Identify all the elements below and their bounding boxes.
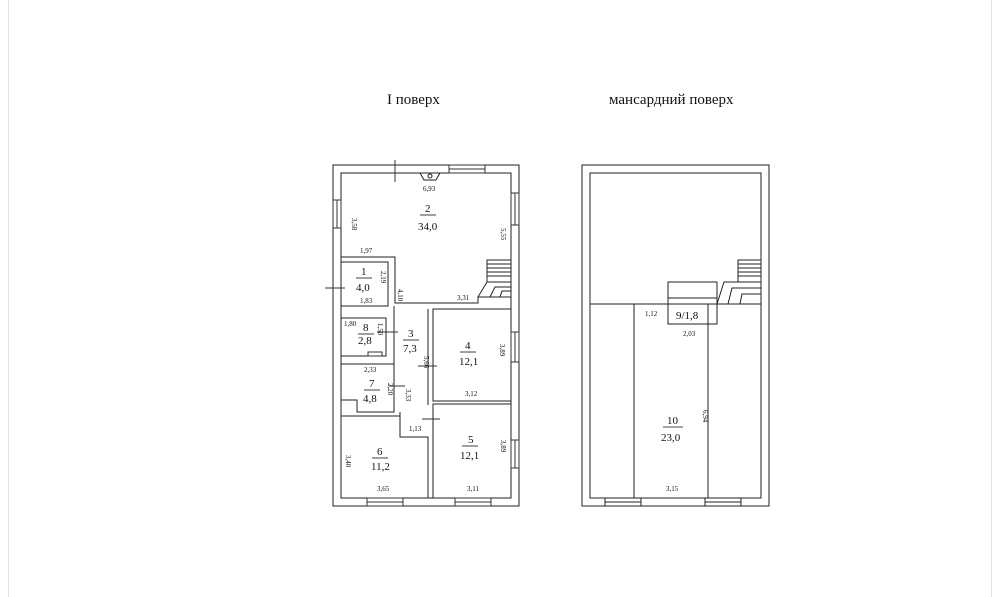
room8-number: 8 [363, 322, 369, 334]
room1-area: 4,0 [356, 282, 370, 294]
dim-1-83: 1,83 [360, 297, 373, 305]
room7-area: 4,8 [363, 393, 377, 405]
attic-inner-wall [589, 172, 762, 499]
dim-2-20: 2,20 [386, 383, 394, 396]
room3-number: 3 [408, 328, 414, 340]
floor1-stair [477, 259, 512, 298]
room7-number: 7 [369, 378, 375, 390]
dim-4-10: 4,10 [396, 289, 404, 302]
page-frame [8, 0, 992, 597]
dim-1-50: 1,50 [376, 323, 384, 336]
dim-2-03: 2,03 [683, 330, 696, 338]
floor1-labels: 2 34,0 1 4,0 3 7,3 4 12,1 8 2,8 7 4,8 6 … [344, 185, 507, 493]
dim-1-80: 1,80 [344, 320, 357, 328]
room6-walls [341, 415, 429, 498]
room7-walls [341, 363, 395, 413]
dim-6-93: 6,93 [423, 185, 436, 193]
dim-3-40: 3,40 [344, 455, 352, 468]
room8-area: 2,8 [358, 335, 372, 347]
attic-stair [737, 259, 762, 283]
dim-6-94: 6,94 [701, 410, 709, 423]
room9-label: 9/1,8 [676, 310, 699, 322]
dim-3-31: 3,31 [457, 294, 470, 302]
room8-walls [340, 317, 387, 357]
room2-area: 34,0 [418, 221, 438, 233]
room4-area: 12,1 [459, 356, 478, 368]
dim-3-11: 3,11 [467, 485, 479, 493]
room5-area: 12,1 [460, 450, 479, 462]
room3-area: 7,3 [403, 343, 417, 355]
dim-3-89: 3,89 [498, 344, 506, 357]
room10-number: 10 [667, 415, 679, 427]
room6-number: 6 [377, 446, 383, 458]
attic-title: мансардний поверх [609, 92, 734, 108]
room1-number: 1 [361, 266, 367, 278]
dim-3-12: 3,12 [465, 390, 478, 398]
floor1-plan [325, 160, 520, 507]
fraction-lines [356, 214, 683, 459]
room4-number: 4 [465, 340, 471, 352]
attic-outer-wall [581, 164, 770, 507]
dim-3-89-b: 3,89 [499, 440, 507, 453]
dim-1-97: 1,97 [360, 247, 373, 255]
dim-3-33: 3,33 [404, 389, 412, 402]
dim-3-65: 3,65 [377, 485, 390, 493]
room10-area: 23,0 [661, 432, 681, 444]
room5-number: 5 [468, 434, 474, 446]
dim-5-66: 5,66 [422, 356, 430, 369]
dim-2-33: 2,33 [364, 366, 377, 374]
dim-2-19: 2,19 [379, 271, 387, 284]
dim-1-13: 1,13 [409, 425, 422, 433]
dim-1-12: 1,12 [645, 310, 658, 318]
room6-area: 11,2 [371, 461, 390, 473]
floor1-title: І поверх [387, 92, 440, 108]
niche [419, 172, 441, 181]
attic-plan [581, 164, 770, 507]
dim-3-58: 3,58 [350, 218, 358, 231]
attic-labels: 9/1,8 1,12 2,03 10 23,0 6,94 3,15 [645, 310, 709, 493]
room1-walls [340, 261, 389, 307]
dim-3-15: 3,15 [666, 485, 679, 493]
dim-5-55: 5,55 [499, 228, 507, 241]
room2-boundary [341, 256, 511, 304]
room2-number: 2 [425, 203, 431, 215]
